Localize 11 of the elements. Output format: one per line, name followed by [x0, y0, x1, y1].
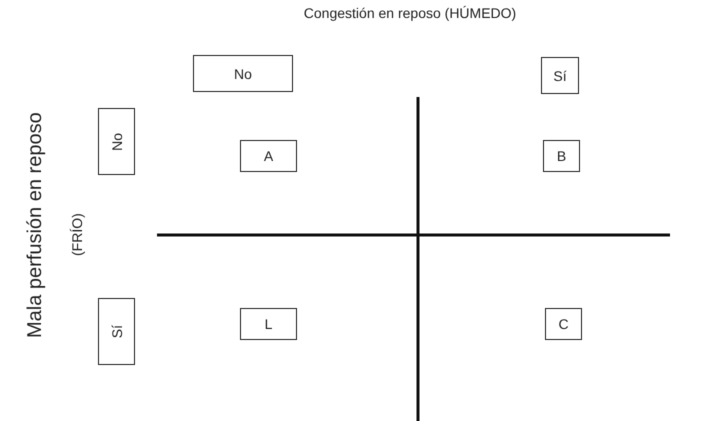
- label-box: B: [543, 140, 580, 172]
- label-box: L: [240, 308, 297, 340]
- axis-title: Congestión en reposo (HÚMEDO): [302, 4, 518, 22]
- label-box: Sí: [541, 57, 579, 94]
- label-box: A: [240, 140, 297, 172]
- label-box: Sí: [98, 298, 135, 365]
- label-box: C: [545, 308, 582, 340]
- axis-subtitle: (FRÍO): [68, 212, 86, 258]
- label-box: No: [98, 108, 135, 175]
- label-box: No: [193, 55, 293, 92]
- axis-title: Mala perfusión en reposo: [23, 111, 47, 340]
